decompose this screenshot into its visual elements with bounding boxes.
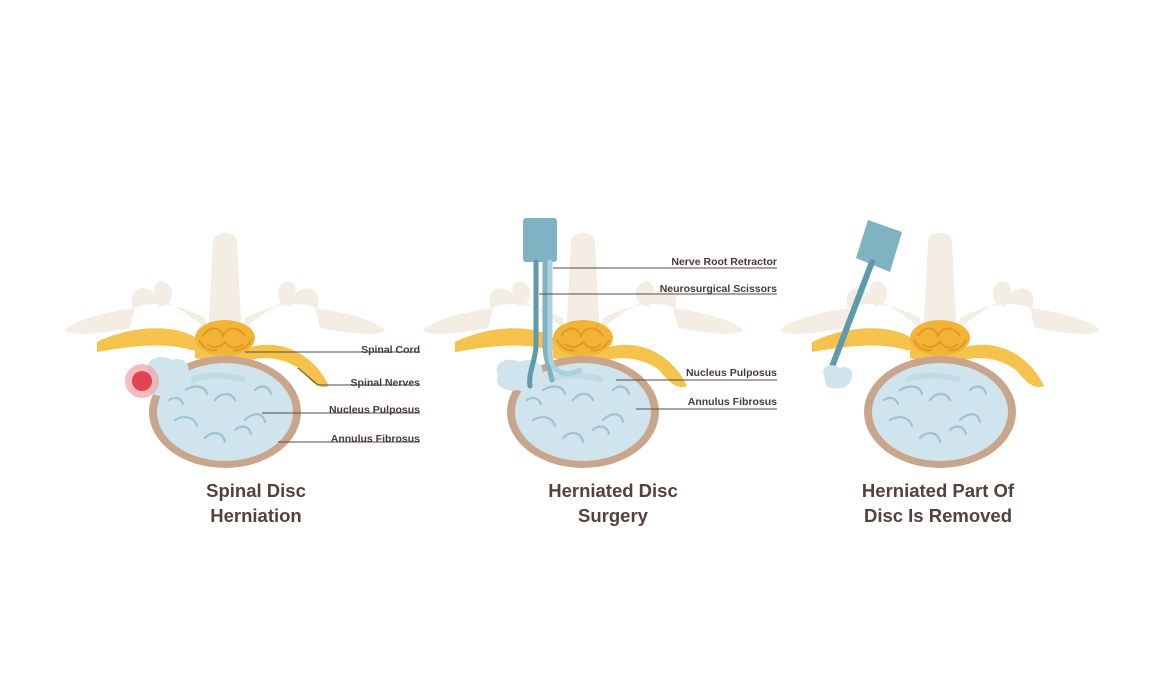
label-annulus-fibrosus: Annulus Fibrosus bbox=[331, 433, 420, 445]
surgical-instrument bbox=[827, 220, 902, 375]
label-nucleus-pulposus: Nucleus Pulposus bbox=[686, 367, 777, 379]
herniation-bulge bbox=[147, 356, 189, 398]
label-spinal-nerves: Spinal Nerves bbox=[351, 377, 421, 389]
label-spinal-cord: Spinal Cord bbox=[361, 344, 420, 356]
caption-line-1: Herniated Disc bbox=[548, 480, 678, 501]
caption-line-2: Herniation bbox=[210, 505, 301, 526]
caption-line-2: Surgery bbox=[578, 505, 649, 526]
panel-herniated-part-removed: Herniated Part Of Disc Is Removed bbox=[780, 220, 1100, 526]
neurosurgical-scissors bbox=[547, 259, 583, 376]
label-nerve-root-retractor: Nerve Root Retractor bbox=[671, 256, 777, 268]
caption-line-1: Spinal Disc bbox=[206, 480, 306, 501]
label-nucleus-pulposus: Nucleus Pulposus bbox=[329, 404, 420, 416]
caption-line-2: Disc Is Removed bbox=[864, 505, 1012, 526]
caption-line-1: Herniated Part Of bbox=[862, 480, 1015, 501]
removed-fragment bbox=[823, 365, 853, 389]
herniation-bulge bbox=[496, 359, 543, 393]
panel-spinal-disc-herniation: Spinal Cord Spinal Nerves Nucleus Pulpos… bbox=[65, 233, 420, 526]
label-annulus-fibrosus: Annulus Fibrosus bbox=[688, 396, 777, 408]
label-neurosurgical-scissors: Neurosurgical Scissors bbox=[660, 283, 777, 295]
pain-point bbox=[132, 371, 152, 391]
spine-illustration-3 bbox=[780, 233, 1100, 468]
panel-herniated-disc-surgery: Nerve Root Retractor Neurosurgical Sciss… bbox=[423, 218, 777, 526]
nerve-root-retractor bbox=[523, 218, 557, 389]
leader-spinal-nerves bbox=[297, 367, 420, 386]
